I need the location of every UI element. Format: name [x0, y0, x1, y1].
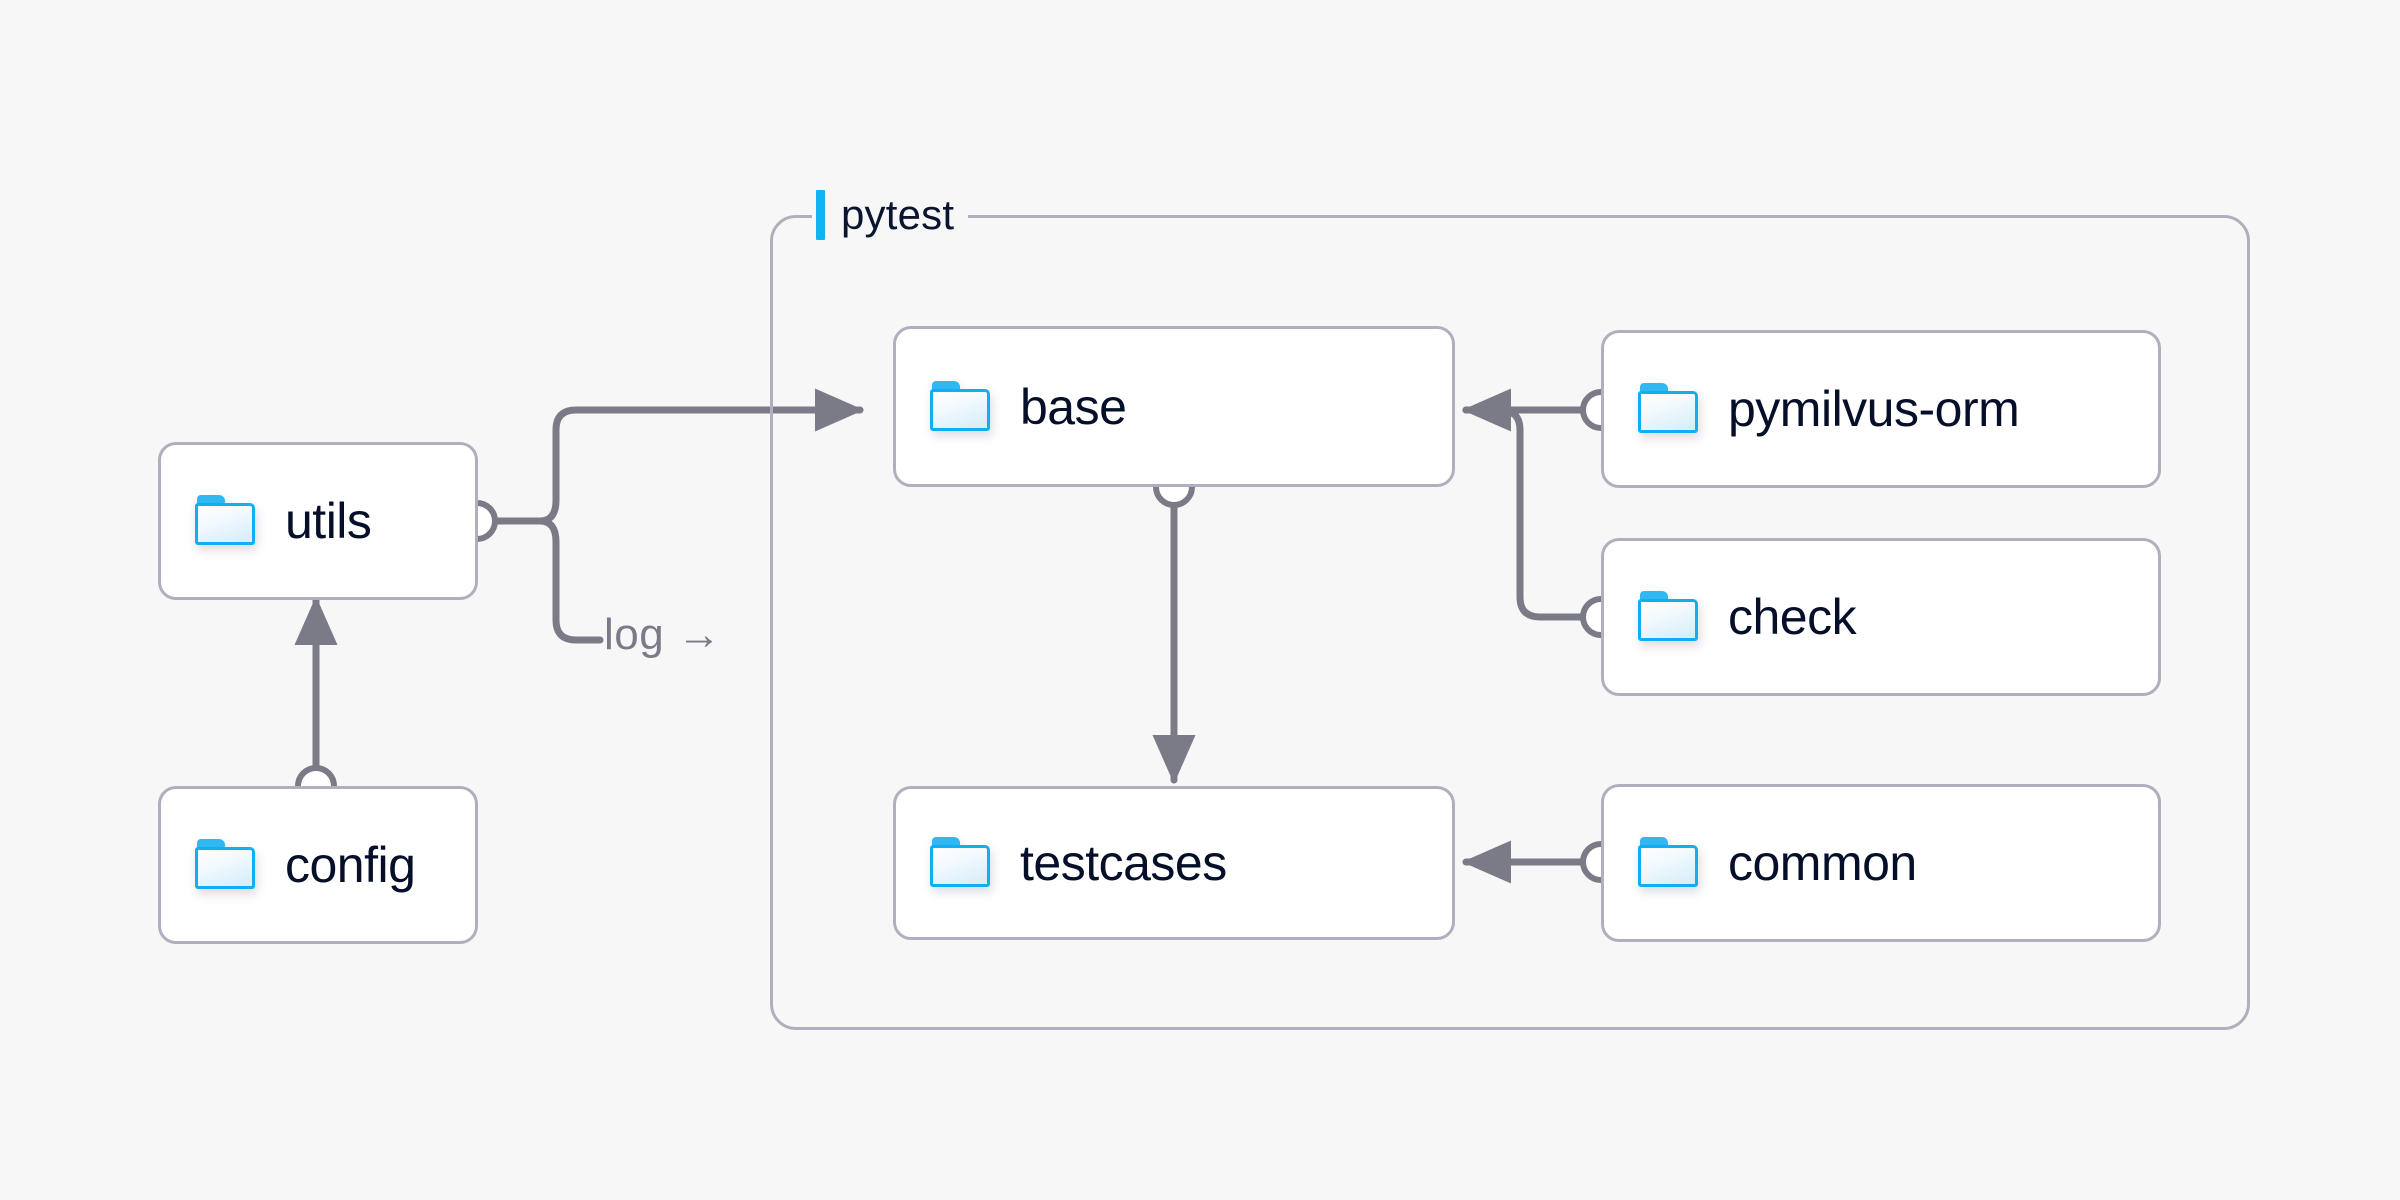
- node-utils-label: utils: [285, 493, 372, 549]
- folder-icon: [930, 380, 992, 433]
- folder-icon: [930, 837, 992, 889]
- folder-icon: [1638, 591, 1700, 643]
- accent-bar-icon: [816, 190, 825, 240]
- node-common-label: common: [1728, 835, 1917, 891]
- pytest-group-label: pytest: [812, 188, 969, 242]
- folder-icon: [1638, 383, 1700, 435]
- folder-icon: [195, 839, 257, 891]
- node-base-label: base: [1020, 378, 1127, 435]
- folder-icon: [1638, 837, 1700, 889]
- node-config[interactable]: config: [158, 786, 478, 944]
- pytest-group-container[interactable]: [770, 215, 2250, 1030]
- node-testcases-label: testcases: [1020, 835, 1227, 891]
- node-check-label: check: [1728, 589, 1857, 645]
- node-base[interactable]: base: [893, 326, 1455, 487]
- node-pymilvus-orm[interactable]: pymilvus-orm: [1601, 330, 2161, 488]
- node-testcases[interactable]: testcases: [893, 786, 1455, 940]
- node-check[interactable]: check: [1601, 538, 2161, 696]
- folder-icon: [195, 495, 257, 547]
- node-pymilvus-orm-label: pymilvus-orm: [1728, 381, 2020, 437]
- edge-label-log: log →: [604, 610, 722, 659]
- edge-utils-to-log: [536, 517, 604, 644]
- node-utils[interactable]: utils: [158, 442, 478, 600]
- node-common[interactable]: common: [1601, 784, 2161, 942]
- node-config-label: config: [285, 837, 416, 893]
- pytest-group-title: pytest: [841, 191, 955, 238]
